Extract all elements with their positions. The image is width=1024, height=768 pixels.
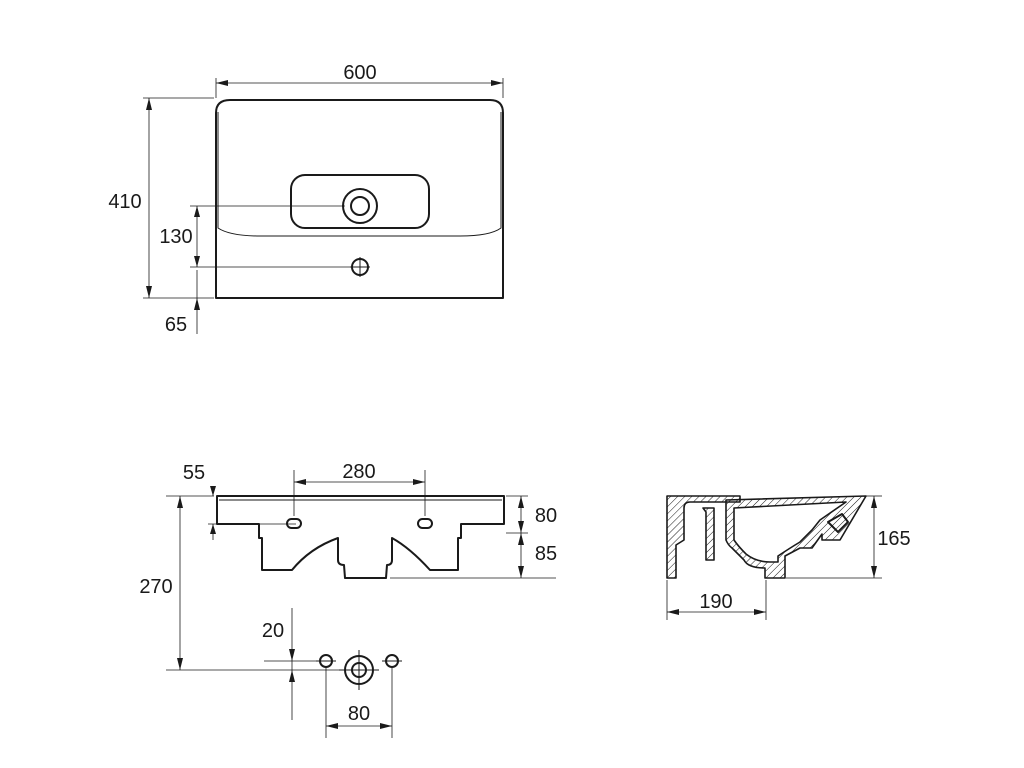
dim-20: 20 (262, 620, 284, 642)
dim-130: 130 (159, 226, 192, 248)
tap-hole-outer (342, 188, 378, 224)
dim-65: 65 (165, 314, 187, 336)
dim-190: 190 (699, 591, 732, 613)
side-bowl-section (725, 495, 867, 579)
front-view: 280 55 80 85 270 (139, 461, 557, 671)
tap-hole-inner (350, 196, 370, 216)
dim-55: 55 (183, 462, 205, 484)
dim-280: 280 (342, 461, 375, 483)
basin-front-outline (216, 495, 505, 579)
tap-deck (290, 174, 430, 229)
dim-270: 270 (139, 576, 172, 598)
side-inner-rib (702, 507, 715, 561)
basin-top-outline (215, 99, 504, 299)
waste-layout: 20 80 (262, 608, 402, 738)
bracket-slot-right (417, 518, 433, 529)
dim-410: 410 (108, 191, 141, 213)
dim-165: 165 (877, 528, 910, 550)
bowl-inner-edge (217, 112, 502, 237)
side-section: 165 190 (666, 495, 911, 620)
dim-85: 85 (535, 543, 557, 565)
side-rear-wall (666, 495, 741, 579)
bracket-slot-left (286, 518, 302, 529)
dim-80-waste: 80 (348, 703, 370, 725)
dim-80-front: 80 (535, 505, 557, 527)
dim-600: 600 (343, 62, 376, 84)
top-view: 600 410 130 65 (108, 62, 504, 336)
